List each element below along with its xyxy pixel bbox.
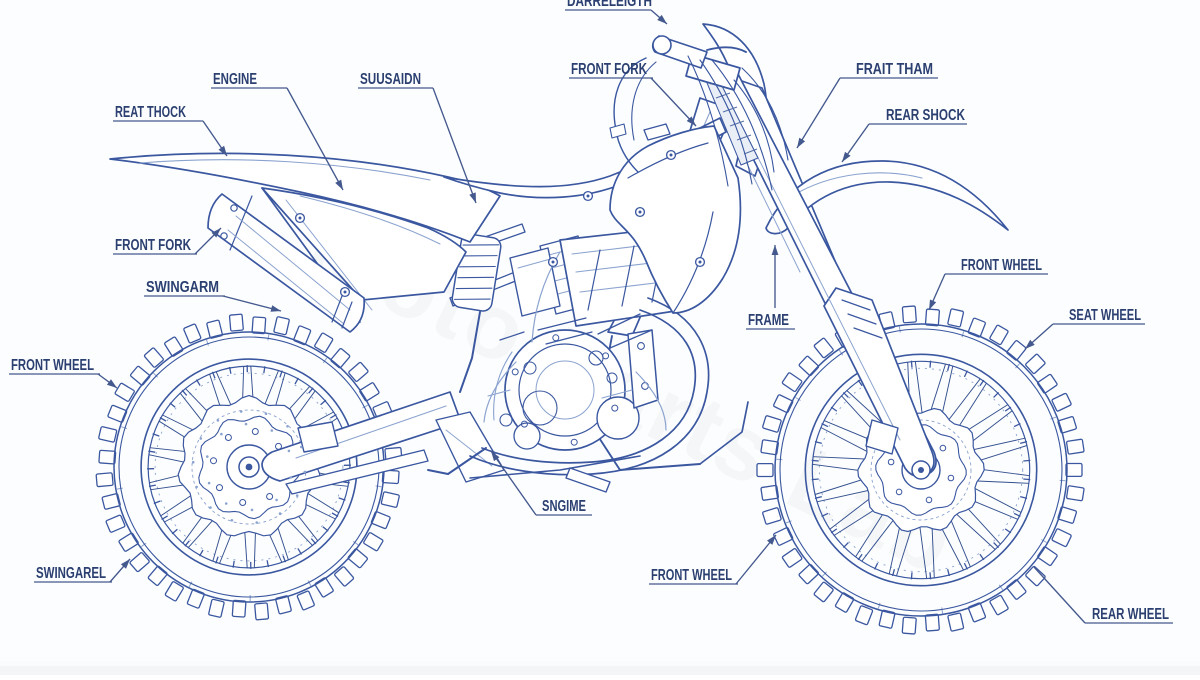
svg-text:FRONT FORK: FRONT FORK: [571, 61, 648, 78]
svg-text:SUUSAIDN: SUUSAIDN: [360, 71, 421, 88]
svg-text:FRONT FORK: FRONT FORK: [115, 237, 192, 254]
svg-text:SNGIME: SNGIME: [542, 498, 586, 515]
svg-text:SWINGAREL: SWINGAREL: [36, 565, 106, 582]
svg-text:FRAME: FRAME: [748, 312, 789, 329]
svg-text:REAR WHEEL: REAR WHEEL: [1092, 606, 1169, 623]
svg-text:FRONT WHEEL: FRONT WHEEL: [961, 257, 1042, 274]
svg-text:ENGINE: ENGINE: [213, 71, 257, 88]
svg-text:FRAIT THAM: FRAIT THAM: [856, 61, 933, 78]
svg-text:SWINGARM: SWINGARM: [146, 279, 219, 296]
svg-text:FRONT WHEEL: FRONT WHEEL: [651, 567, 732, 584]
svg-text:FRONT WHEEL: FRONT WHEEL: [11, 357, 94, 374]
svg-text:DARRELEIGTH: DARRELEIGTH: [567, 0, 652, 10]
svg-text:SEAT WHEEL: SEAT WHEEL: [1069, 307, 1141, 324]
svg-text:REAT THOCK: REAT THOCK: [115, 104, 187, 121]
svg-text:REAR SHOCK: REAR SHOCK: [886, 107, 966, 124]
